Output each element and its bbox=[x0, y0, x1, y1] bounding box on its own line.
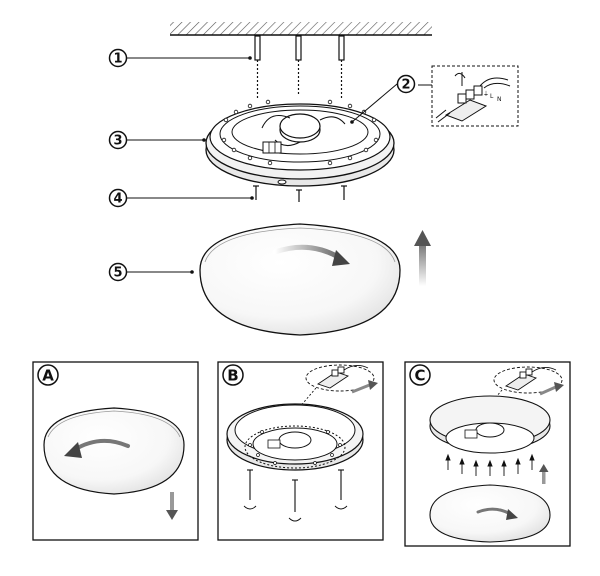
callout-4: 4 bbox=[108, 188, 254, 208]
up-arrow-icon bbox=[539, 464, 549, 484]
live-wire-label: L bbox=[490, 93, 494, 100]
up-arrow-icon bbox=[414, 230, 431, 286]
callout-3: 3 bbox=[108, 130, 206, 150]
ceiling-screws bbox=[254, 35, 345, 98]
panel-b-label: B bbox=[227, 367, 238, 385]
callout-5: 5 bbox=[108, 262, 194, 282]
ceiling bbox=[170, 22, 432, 36]
down-arrow-icon bbox=[166, 492, 178, 520]
panel-b: B bbox=[217, 361, 384, 541]
panel-c-label: C bbox=[414, 367, 425, 385]
callout-4-label: 4 bbox=[113, 192, 122, 207]
panel-c: C bbox=[404, 361, 571, 547]
curved-arrow-icon bbox=[272, 244, 350, 266]
panel-a-label: A bbox=[42, 367, 54, 385]
callout-3-label: 3 bbox=[113, 134, 122, 149]
curved-arrow-icon bbox=[476, 507, 518, 520]
panel-a: A bbox=[32, 361, 199, 541]
earth-wire-label: ⏚ bbox=[483, 91, 489, 98]
callout-2: 2 ⏚ L N bbox=[350, 65, 519, 127]
callout-1: 1 bbox=[108, 48, 252, 68]
wire-terminal-inset bbox=[435, 72, 511, 123]
callout-2-label: 2 bbox=[401, 78, 410, 93]
diffuser-dome bbox=[199, 223, 401, 336]
curved-arrow-icon bbox=[64, 438, 130, 458]
callout-5-label: 5 bbox=[113, 266, 122, 281]
neutral-wire-label: N bbox=[497, 96, 502, 103]
callout-1-label: 1 bbox=[113, 52, 122, 67]
base-screws bbox=[253, 185, 347, 202]
base-plate bbox=[205, 99, 395, 187]
